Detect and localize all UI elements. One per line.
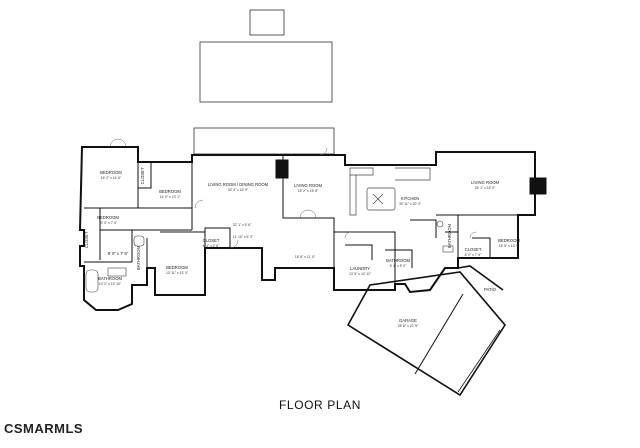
outbuildings <box>193 9 335 155</box>
patio-garage <box>346 265 506 397</box>
room-dimensions: 25' 8" x 22' 5" <box>398 324 419 328</box>
room-label-closet-1: CLOSET <box>140 167 145 184</box>
room-name: BEDROOM <box>159 189 181 194</box>
exterior-walls <box>78 146 536 311</box>
room-name: PATIO <box>484 287 497 292</box>
bathtub <box>85 269 99 293</box>
interior-walls <box>84 155 547 290</box>
room-label-bathroom-1: BATHROOM <box>136 246 141 270</box>
room-dimensions: 10' 0" x 7' 0" <box>99 221 118 225</box>
room-label-bathroom-4: BATHROOM <box>447 224 452 248</box>
room-label-closet-2: CLOSET <box>84 231 89 248</box>
room-dimensions: 14' 0" x 13' 1" <box>160 195 181 199</box>
doors <box>109 138 477 249</box>
room-name: BATHROOM <box>136 246 141 270</box>
plan-title: FLOOR PLAN <box>278 398 362 412</box>
room-dimensions: 6' 4" x 2' 6" <box>203 244 221 248</box>
room-name: BATHROOM <box>447 224 452 248</box>
garage-outline <box>346 271 506 397</box>
room-name: CLOSET <box>140 167 145 184</box>
room-label-foyer: 16' 8" x 11' 0" <box>295 255 316 259</box>
room-dimensions: 33' 3" x 15' 9" <box>228 188 249 192</box>
room-dimensions: 6' 1" x 5' 0" <box>390 264 408 268</box>
room-dimensions: 16' 8" x 11' 0" <box>295 255 316 259</box>
room-name: BATHROOM <box>386 258 410 263</box>
room-dimensions: 13' 5" x 10' 11" <box>349 272 372 276</box>
room-dimensions: 16' 2" x 14' 6" <box>101 176 122 180</box>
room-name: BEDROOM <box>498 238 520 243</box>
room-label-hall-1: 22' 1" x 5' 6" <box>233 223 252 227</box>
room-name: BEDROOM <box>166 265 188 270</box>
room-name: GARAGE <box>399 318 417 323</box>
kitchen-fixtures <box>349 167 431 216</box>
room-dimensions: 13' 2" x 10' 10" <box>99 282 122 286</box>
small-outbuilding <box>249 9 285 36</box>
room-name: LAUNDRY <box>350 266 370 271</box>
bathroom-fixtures <box>85 220 454 293</box>
kitchen-island <box>366 187 396 211</box>
room-dimensions: 24' 1" x 18' 9" <box>475 186 496 190</box>
room-name: LIVING ROOM <box>294 183 322 188</box>
room-dimensions: 15' 5" x 13' 9" <box>499 244 520 248</box>
room-dimensions: 30' 11" x 20' 3" <box>399 202 422 206</box>
large-outbuilding <box>199 41 333 103</box>
covered-patio-outline <box>193 127 335 155</box>
room-name: LIVING ROOM <box>471 180 499 185</box>
room-dimensions: 22' 1" x 5' 6" <box>233 223 252 227</box>
room-name: BATHROOM <box>98 276 122 281</box>
room-label-patio: PATIO <box>484 287 497 292</box>
room-name: CLOSET <box>465 247 482 252</box>
room-dimensions: 11' 10" x 5' 3" <box>233 235 254 239</box>
room-name: CLOSET <box>84 231 89 248</box>
room-name: BEDROOM <box>100 170 122 175</box>
room-dimensions: 13' 11" x 13' 0" <box>166 271 189 275</box>
patio-outline <box>457 265 504 291</box>
room-label-hall-2: 11' 10" x 5' 3" <box>233 235 254 239</box>
room-name: KITCHEN <box>401 196 419 201</box>
room-name: CLOSET <box>203 238 220 243</box>
room-name: BEDROOM <box>97 215 119 220</box>
watermark-logo: CSMARMLS <box>4 421 84 436</box>
room-name: 8' 0" x 7' 6" <box>108 251 129 256</box>
room-name: LIVING ROOM / DINING ROOM <box>208 182 269 187</box>
room-dimensions: 8' 0" x 7' 6" <box>465 253 483 257</box>
room-dimensions: 15' 2" x 15' 8" <box>298 189 319 193</box>
room-label-closet-3: 8' 0" x 7' 6" <box>108 251 129 256</box>
